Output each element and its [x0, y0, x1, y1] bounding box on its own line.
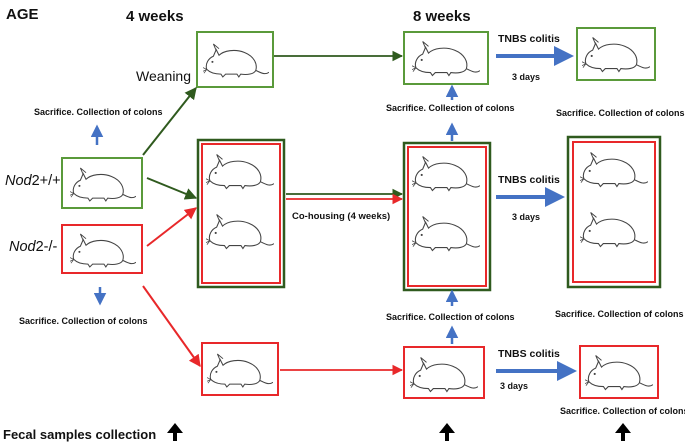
week-8-label: 8 weeks	[413, 8, 471, 25]
arrow-ko-to-bottom	[142, 285, 201, 367]
days-label-bottom: 3 days	[500, 381, 529, 391]
days-label-top: 3 days	[512, 72, 541, 82]
tnbs-label-bottom: TNBS colitis	[498, 348, 560, 360]
sacrifice-label-8w-top: Sacrifice. Collection of colons	[386, 103, 515, 113]
sacrifice-label-left-bottom: Sacrifice. Collection of colons	[19, 316, 148, 326]
sacrifice-label-left-top: Sacrifice. Collection of colons	[34, 107, 163, 117]
arrow-wt-to-cohousing	[146, 177, 198, 200]
sacrifice-label-colitis-mid: Sacrifice. Collection of colons	[555, 309, 684, 319]
days-label-middle: 3 days	[512, 212, 541, 222]
weaning-wt-box	[196, 31, 274, 88]
wt-gene-name: Nod	[5, 173, 32, 189]
colitis-cohousing-outer-box	[566, 135, 662, 289]
black-up-arrow-icon	[167, 423, 183, 441]
knockout-genotype-label: Nod2-/-	[9, 239, 57, 255]
arrow-wt-to-weaning	[142, 87, 197, 156]
wildtype-box	[61, 157, 143, 209]
week-4-label: 4 weeks	[126, 8, 184, 25]
fecal-samples-label: Fecal samples collection	[3, 427, 157, 442]
wt-8w-box	[403, 31, 489, 85]
tnbs-label-middle: TNBS colitis	[498, 174, 560, 186]
knockout-box	[61, 224, 143, 274]
sacrifice-label-8w-mid: Sacrifice. Collection of colons	[386, 312, 515, 322]
arrow-ko-to-cohousing	[146, 207, 197, 247]
colitis-ko-box	[579, 345, 659, 399]
sacrifice-label-colitis-top: Sacrifice. Collection of colons	[556, 108, 685, 118]
black-up-arrow-icon	[439, 423, 455, 441]
knockout-8w-box	[403, 346, 485, 399]
cohousing-8w-inner-box	[407, 146, 487, 287]
tnbs-label-top: TNBS colitis	[498, 33, 560, 45]
black-up-arrow-icon	[615, 423, 631, 441]
colitis-wt-box	[576, 27, 656, 81]
cohousing-4w-inner-box	[201, 143, 281, 284]
wt-gene-suffix: 2+/+	[31, 173, 61, 189]
age-label: AGE	[6, 6, 39, 23]
ko-gene-suffix: 2-/-	[35, 239, 58, 255]
sacrifice-label-colitis-bottom: Sacrifice. Collection of colons	[560, 406, 685, 416]
cohousing-4w-outer-box	[196, 138, 286, 289]
colitis-cohousing-inner-box	[572, 141, 656, 283]
wildtype-genotype-label: Nod2+/+	[5, 173, 61, 189]
ko-gene-name: Nod	[9, 239, 36, 255]
cohousing-label: Co-housing (4 weeks)	[292, 211, 391, 222]
cohousing-8w-outer-box	[402, 141, 492, 292]
weaning-label: Weaning	[136, 68, 192, 84]
knockout-4w-box	[201, 342, 279, 396]
